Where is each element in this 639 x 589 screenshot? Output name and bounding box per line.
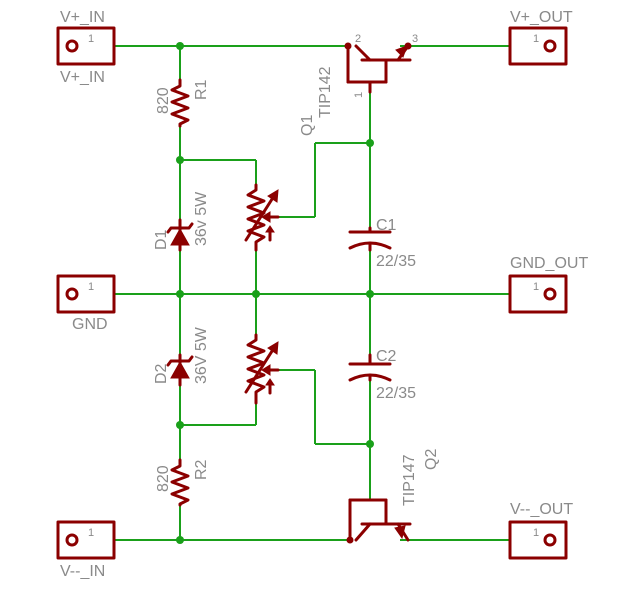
r1-name: R1 <box>193 79 210 100</box>
resistor-r1: 820 R1 <box>155 78 210 128</box>
label-v-plus-out: V+_OUT <box>510 9 573 26</box>
c1-name: C1 <box>376 217 397 234</box>
connector-v-plus-out: 1 V+_OUT <box>508 9 573 66</box>
junction-dot <box>176 421 184 429</box>
label-v-minus-out: V--_OUT <box>510 501 573 518</box>
q1-pin2: 2 <box>355 33 361 45</box>
label-v-minus-in: V--_IN <box>60 563 105 580</box>
pin-number: 1 <box>88 33 94 45</box>
junction-dot <box>252 290 260 298</box>
c1-value: 22/35 <box>376 253 416 270</box>
r1-value: 820 <box>155 87 172 114</box>
transistor-q2: TIP147 Q2 <box>348 449 440 542</box>
pin-number: 1 <box>533 527 539 539</box>
q2-value: TIP147 <box>401 454 418 506</box>
potentiometer-2 <box>244 333 280 405</box>
q1-value: TIP142 <box>317 66 334 118</box>
c2-value: 22/35 <box>376 385 416 402</box>
pin-number: 1 <box>88 281 94 293</box>
label-gnd-out: GND_OUT <box>510 255 588 272</box>
capacitor-c2: C2 22/35 <box>348 348 416 402</box>
label-gnd: GND <box>72 316 108 333</box>
connector-v-minus-out: 1 V--_OUT <box>508 501 573 560</box>
connector-gnd-out: 1 GND_OUT <box>508 255 588 314</box>
transistor-q1: 2 3 1 Q1 TIP142 <box>299 33 418 136</box>
label-v-plus-in-bottom: V+_IN <box>60 69 105 86</box>
d1-name: D1 <box>153 229 170 250</box>
junction-dot <box>366 290 374 298</box>
d2-value: 36V 5W <box>193 326 210 384</box>
label-v-plus-in-top: V+_IN <box>60 9 105 26</box>
connector-v-plus-in: 1 V+_IN V+_IN <box>56 9 116 86</box>
zener-diode-d1: D1 36v 5W <box>153 191 210 252</box>
capacitor-c1: C1 22/35 <box>348 217 416 270</box>
q1-name: Q1 <box>299 115 316 136</box>
connector-gnd: 1 GND <box>56 274 116 333</box>
junction-dot <box>176 536 184 544</box>
junction-dot <box>366 440 374 448</box>
q2-name: Q2 <box>423 449 440 470</box>
c2-name: C2 <box>376 348 397 365</box>
r2-value: 820 <box>155 465 172 492</box>
d2-name: D2 <box>153 363 170 384</box>
q1-pin3: 3 <box>412 33 418 45</box>
junction-dot <box>176 290 184 298</box>
pin-number: 1 <box>533 33 539 45</box>
pin-number: 1 <box>533 281 539 293</box>
junction-dot <box>366 139 374 147</box>
r2-name: R2 <box>193 459 210 480</box>
pin-number: 1 <box>88 527 94 539</box>
connector-v-minus-in: 1 V--_IN <box>56 520 116 580</box>
resistor-r2: 820 R2 <box>155 458 210 507</box>
d1-value: 36v 5W <box>193 191 210 246</box>
potentiometer-1 <box>244 183 280 252</box>
zener-diode-d2: D2 36V 5W <box>153 326 210 387</box>
junction-dot <box>176 156 184 164</box>
q1-pin1: 1 <box>353 92 365 98</box>
junction-dot <box>176 42 184 50</box>
